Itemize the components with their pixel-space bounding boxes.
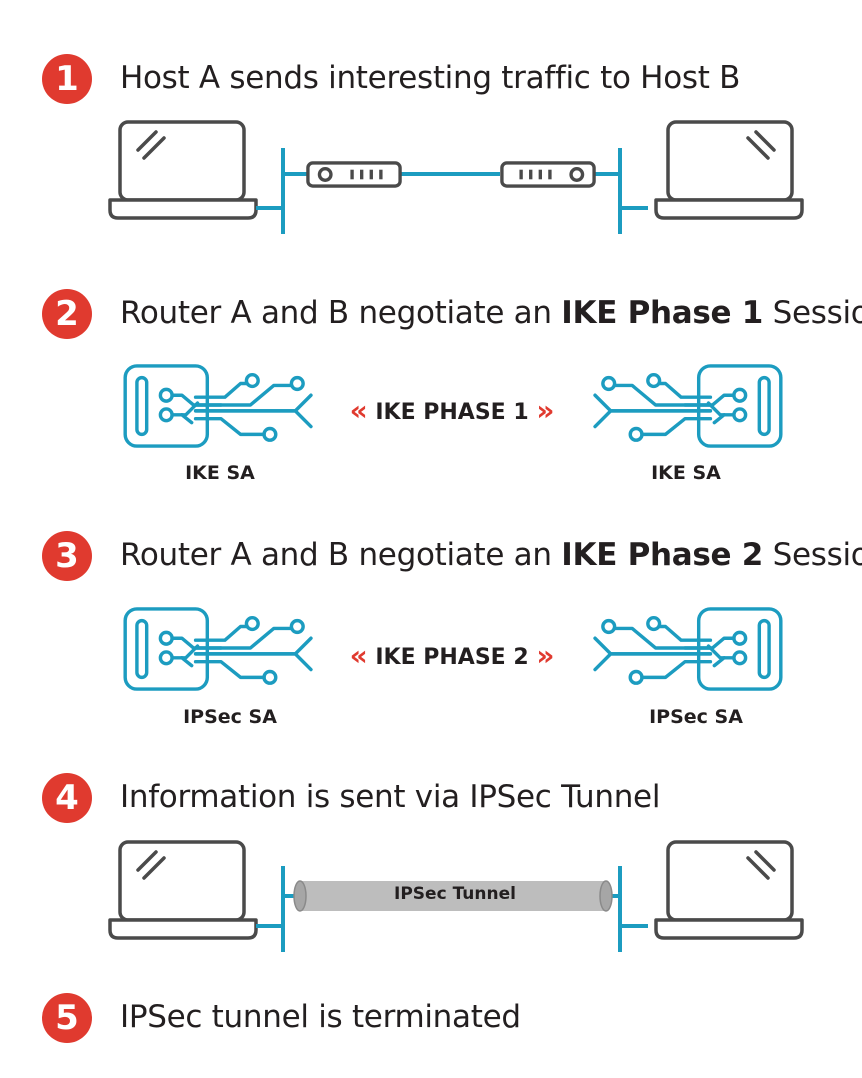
step-title: Router A and B negotiate an IKE Phase 2 … — [120, 537, 862, 573]
step-title: Information is sent via IPSec Tunnel — [120, 779, 661, 815]
step-number-badge: 5 — [42, 993, 92, 1043]
left-sa-label: IPSec SA — [183, 706, 277, 728]
laptop-icon — [654, 840, 804, 940]
step-title: IPSec tunnel is terminated — [120, 999, 521, 1035]
right-sa-label: IPSec SA — [649, 706, 743, 728]
phase-label: « IKE PHASE 1 » — [349, 394, 555, 427]
step-number-badge: 3 — [42, 531, 92, 581]
step-number-badge: 2 — [42, 289, 92, 339]
phase-label: « IKE PHASE 2 » — [349, 639, 555, 672]
ipsec-tunnel — [293, 880, 613, 912]
right-sa-label: IKE SA — [651, 462, 721, 484]
ipsec-tunnel-network — [108, 840, 804, 952]
laptop-icon — [108, 840, 258, 940]
step-number-badge: 4 — [42, 773, 92, 823]
step-number-badge: 1 — [42, 54, 92, 104]
tunnel-label: IPSec Tunnel — [394, 884, 516, 904]
host-to-host-network — [108, 120, 804, 234]
left-sa-label: IKE SA — [185, 462, 255, 484]
step-title: Router A and B negotiate an IKE Phase 1 … — [120, 295, 862, 331]
step-title: Host A sends interesting traffic to Host… — [120, 60, 741, 96]
